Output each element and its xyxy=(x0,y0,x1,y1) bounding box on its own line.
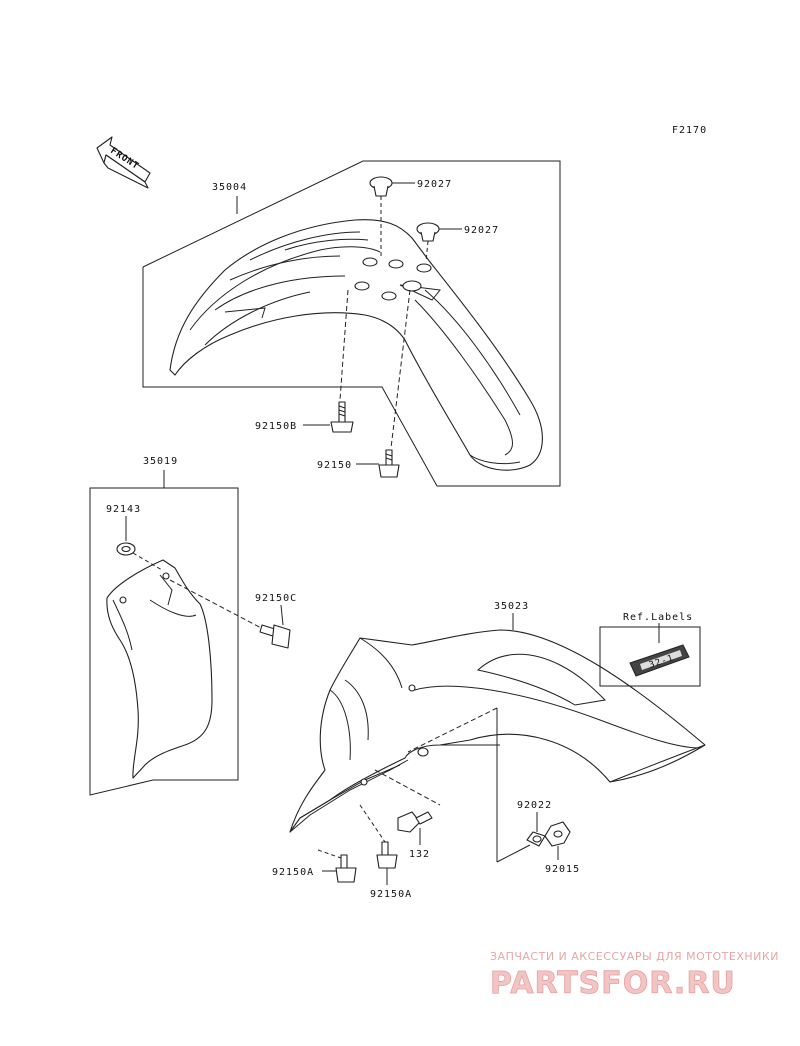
bolt-92150a-2: 92150A xyxy=(359,804,412,900)
bolt-92150: 92150 xyxy=(317,449,400,478)
label-92143: 92143 xyxy=(106,504,141,515)
mud-flap-frame xyxy=(89,487,239,796)
label-92015: 92015 xyxy=(545,864,580,875)
label-92022: 92022 xyxy=(517,800,552,811)
ref-labels-title: Ref.Labels xyxy=(623,612,693,623)
collar-92027-b: 92027 xyxy=(416,222,499,242)
label-92150c: 92150C xyxy=(255,593,297,604)
label-92150: 92150 xyxy=(317,460,352,471)
label-92027-b: 92027 xyxy=(464,225,499,236)
front-fender-group: 35004 xyxy=(142,160,561,487)
label-92150b: 92150B xyxy=(255,421,297,432)
watermark-logo: PARTSFOR.RU xyxy=(490,966,736,1001)
bolt-92150c: 92150C xyxy=(255,593,297,649)
mud-flap xyxy=(106,559,213,779)
collar-92027-a: 92027 xyxy=(369,176,452,197)
front-fender xyxy=(169,219,543,471)
watermark: ЗАПЧАСТИ И АКСЕССУАРЫ ДЛЯ МОТОТЕХНИКИ PA… xyxy=(490,950,779,1001)
label-92150a-1: 92150A xyxy=(272,867,314,878)
label-35019: 35019 xyxy=(143,456,178,467)
label-35004: 35004 xyxy=(212,182,247,193)
watermark-tagline: ЗАПЧАСТИ И АКСЕССУАРЫ ДЛЯ МОТОТЕХНИКИ xyxy=(490,950,779,963)
bolt-92150b: 92150B xyxy=(255,401,354,433)
ref-labels-group: Ref.Labels 32-1 xyxy=(599,612,701,687)
label-92027-a: 92027 xyxy=(417,179,452,190)
front-fender-frame xyxy=(142,160,561,487)
mud-flap-group: 35019 92143 xyxy=(89,456,266,796)
nut-92015: 92015 xyxy=(544,821,580,875)
front-arrow-icon: FRONT xyxy=(96,136,151,189)
bolt-132: 132 xyxy=(374,769,441,860)
label-92150a-2: 92150A xyxy=(370,889,412,900)
bolt-92150a-1: 92150A xyxy=(272,849,357,883)
figure-code: F2170 xyxy=(672,125,707,136)
label-35023: 35023 xyxy=(494,601,529,612)
label-132: 132 xyxy=(409,849,430,860)
